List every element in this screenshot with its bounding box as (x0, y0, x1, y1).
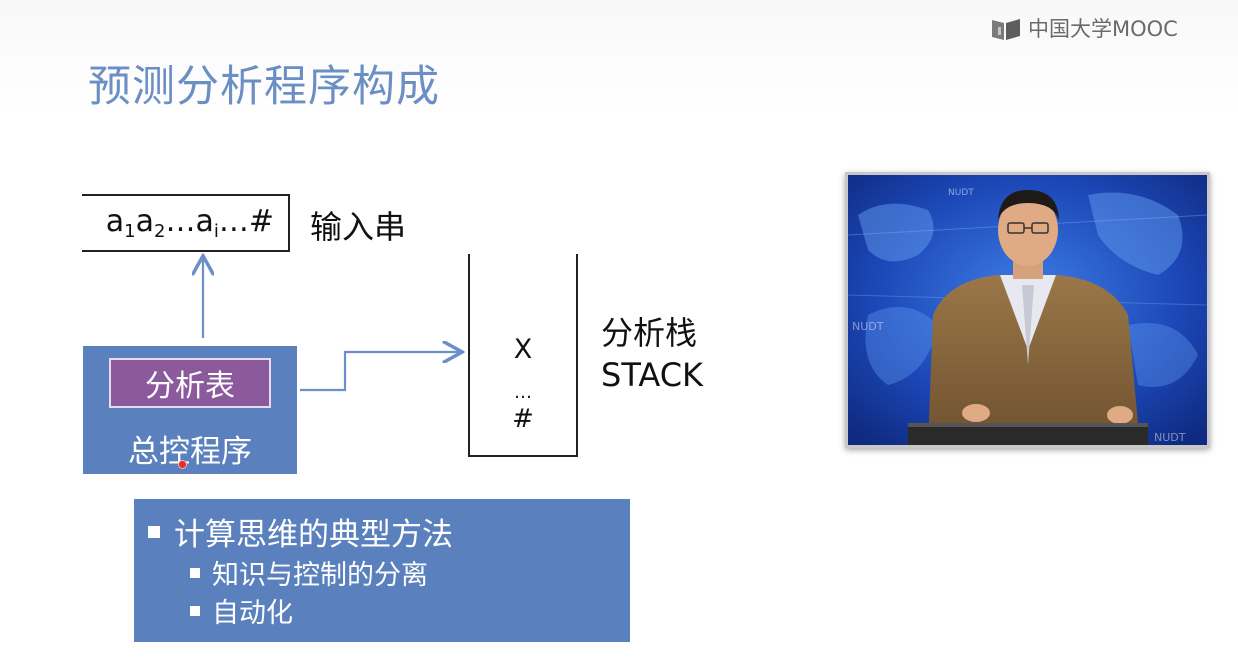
analysis-table-box: 分析表 (109, 358, 271, 408)
bullet-square-icon (190, 567, 200, 578)
stack-label: 分析栈 STACK (601, 312, 703, 396)
input-string: a1a2…ai…# (105, 204, 274, 242)
mooc-logo: 中国大学MOOC (990, 14, 1178, 44)
svg-text:NUDT: NUDT (852, 320, 884, 333)
bullet-main-text: 计算思维的典型方法 (174, 517, 453, 553)
input-string-box: a1a2…ai…# (82, 194, 290, 252)
input-string-label: 输入串 (310, 208, 407, 246)
bullet-sub-item: 自动化 (190, 591, 293, 630)
pointer-dot (178, 460, 187, 469)
svg-text:NUDT: NUDT (948, 188, 974, 198)
lecturer-video-image: NUDT NUDT NUDT (848, 175, 1207, 445)
bullet-square-icon (148, 525, 160, 538)
mooc-book-icon (992, 19, 1020, 40)
bullet-square-icon (190, 605, 200, 616)
control-program-block: 分析表 总控程序 (83, 346, 297, 474)
logo-text: 中国大学MOOC (1028, 16, 1178, 41)
bullet-sub-item: 知识与控制的分离 (190, 553, 428, 592)
bullet-sub-text: 知识与控制的分离 (212, 560, 428, 591)
bullet-box: 计算思维的典型方法 知识与控制的分离 自动化 (134, 499, 630, 642)
bullet-main: 计算思维的典型方法 (148, 509, 453, 554)
stack-label-en: STACK (601, 356, 704, 394)
slide-title: 预测分析程序构成 (88, 62, 440, 112)
lecturer-video[interactable]: NUDT NUDT NUDT (845, 172, 1210, 448)
arrow-control-to-stack (300, 352, 460, 392)
stack-label-cn: 分析栈 (601, 314, 698, 352)
control-program-label: 总控程序 (128, 434, 252, 470)
stack-bottom-symbol: # (512, 404, 534, 434)
analysis-stack: X … # (468, 254, 578, 457)
svg-text:NUDT: NUDT (1154, 431, 1186, 444)
bullet-sub-text: 自动化 (212, 598, 293, 629)
stack-ellipsis: … (514, 382, 532, 403)
stack-top-symbol: X (513, 334, 533, 365)
